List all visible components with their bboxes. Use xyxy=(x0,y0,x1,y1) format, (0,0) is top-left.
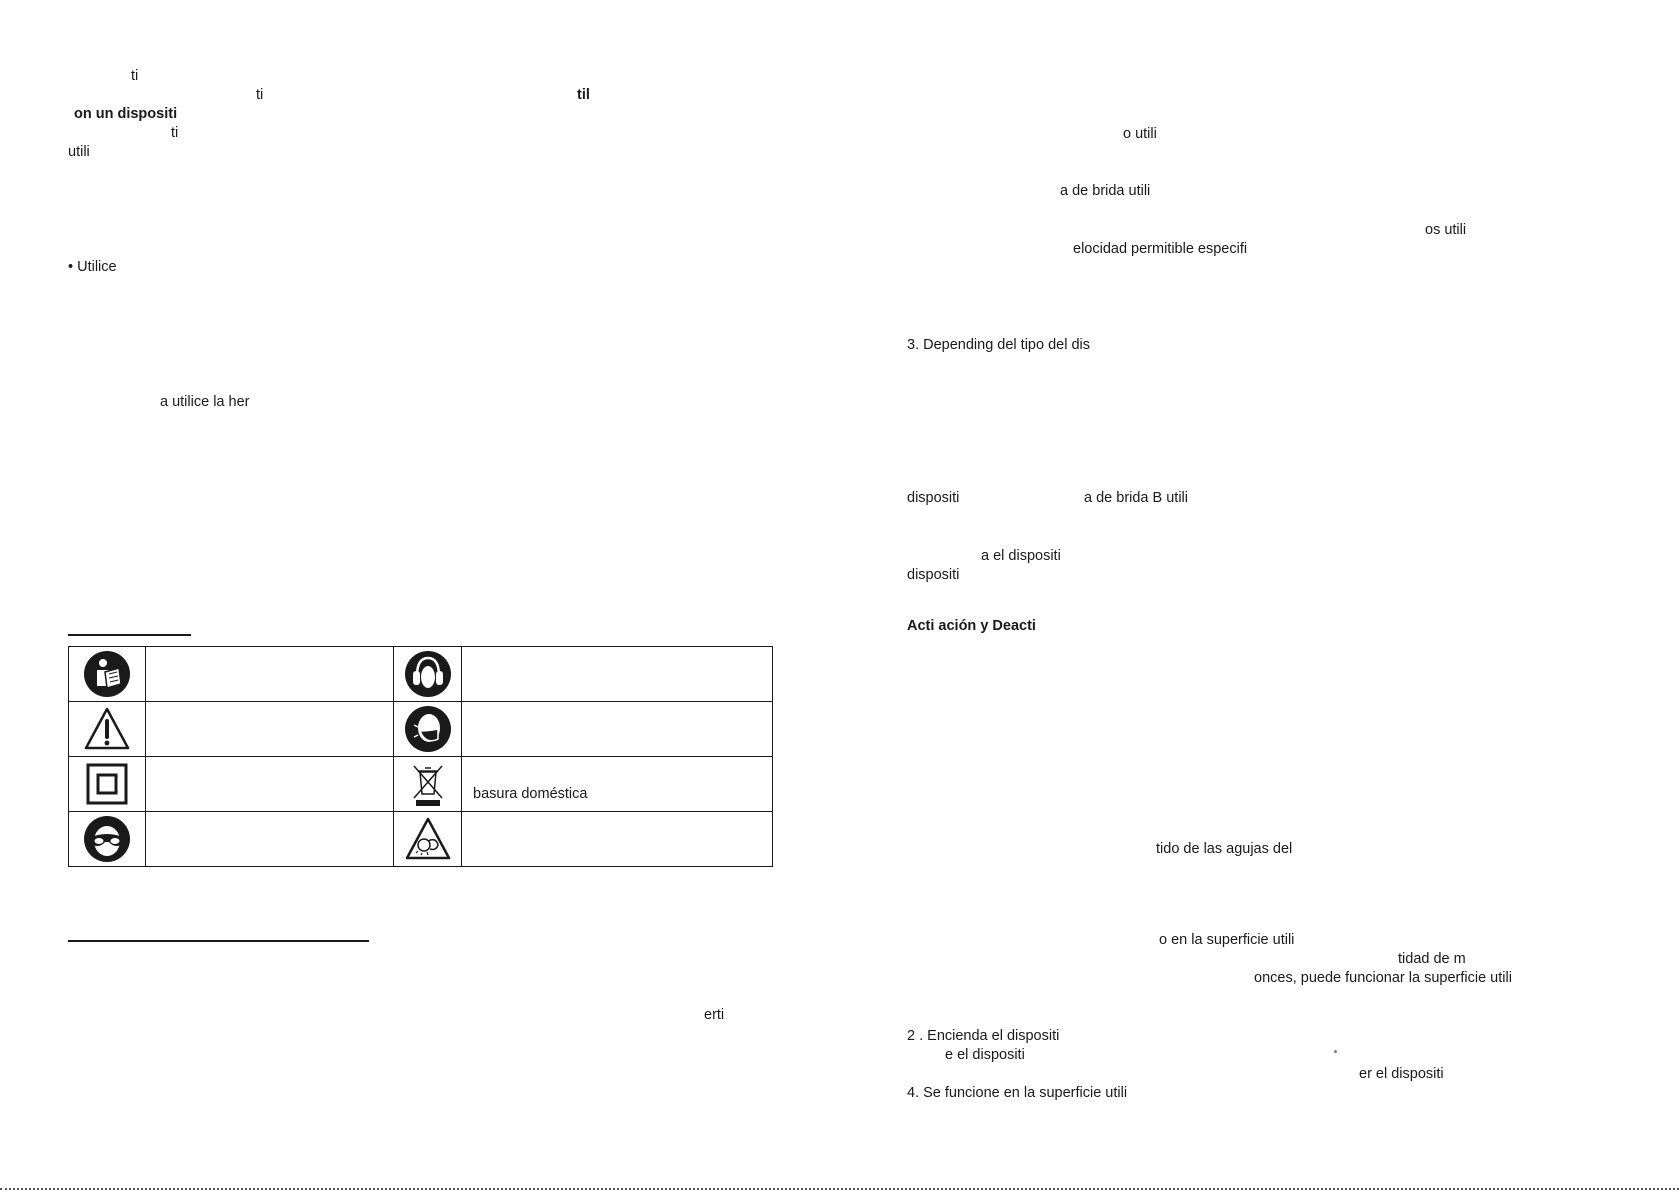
text-fragment: onces, puede funcionar la superficie uti… xyxy=(1254,970,1512,986)
section-rule xyxy=(68,940,369,942)
text-fragment: a de brida utili xyxy=(1060,183,1151,199)
table-row xyxy=(68,646,773,702)
text-fragment: o en la superficie utili xyxy=(1159,932,1295,948)
symbol-description xyxy=(146,748,393,756)
text-fragment: o utili xyxy=(1123,126,1157,142)
text-fragment: a el dispositi xyxy=(981,548,1061,564)
text-fragment-bold: til xyxy=(577,87,590,103)
symbol-description xyxy=(462,748,772,756)
section-heading: Acti ación y Deacti xyxy=(907,618,1036,634)
text-fragment: elocidad permitible especifi xyxy=(1073,241,1248,257)
symbol-description xyxy=(146,803,393,811)
numbered-step: 3. Depending del tipo del dis xyxy=(907,337,1090,353)
text-fragment: ti xyxy=(131,68,139,84)
text-fragment: ti xyxy=(171,125,179,141)
text-fragment: a utilice la her xyxy=(160,394,250,410)
table-row xyxy=(68,811,773,867)
numbered-step: 4. Se funcione en la superficie utili xyxy=(907,1085,1128,1101)
weee-crossed-bin-icon xyxy=(404,760,452,808)
read-manual-icon xyxy=(83,650,131,698)
hand-injury-warning-icon xyxy=(404,815,452,863)
text-fragment: os utili xyxy=(1425,222,1467,238)
text-fragment-bold: on un dispositi xyxy=(74,106,178,122)
dust-mask-icon xyxy=(404,705,452,753)
symbol-description xyxy=(146,693,393,701)
text-fragment: tidad de m xyxy=(1398,951,1466,967)
text-fragment: e el dispositi xyxy=(945,1047,1025,1063)
table-row: basura doméstica xyxy=(68,756,773,812)
symbol-description xyxy=(146,858,393,866)
text-fragment: a de brida B utili xyxy=(1084,490,1188,506)
section-rule xyxy=(68,634,191,636)
bullet-text: • Utilice xyxy=(68,259,117,275)
eye-protection-icon xyxy=(83,815,131,863)
text-fragment: dispositi xyxy=(907,490,960,506)
numbered-step: 2 . Encienda el dispositi xyxy=(907,1028,1060,1044)
text-fragment: erti xyxy=(704,1007,725,1023)
stray-dot xyxy=(1334,1050,1337,1053)
text-fragment: dispositi xyxy=(907,567,960,583)
symbol-description xyxy=(462,858,772,866)
table-row xyxy=(68,701,773,757)
text-fragment: ti xyxy=(256,87,264,103)
text-fragment: tido de las agujas del xyxy=(1156,841,1293,857)
symbol-description xyxy=(462,693,772,701)
ear-protection-icon xyxy=(404,650,452,698)
symbol-description: basura doméstica xyxy=(473,786,588,802)
text-fragment: utili xyxy=(68,144,90,160)
page-bottom-edge xyxy=(0,1188,1679,1192)
double-insulation-icon xyxy=(83,760,131,808)
warning-triangle-icon xyxy=(83,705,131,753)
symbols-table: basura doméstica xyxy=(68,646,773,867)
text-fragment: er el dispositi xyxy=(1359,1066,1444,1082)
